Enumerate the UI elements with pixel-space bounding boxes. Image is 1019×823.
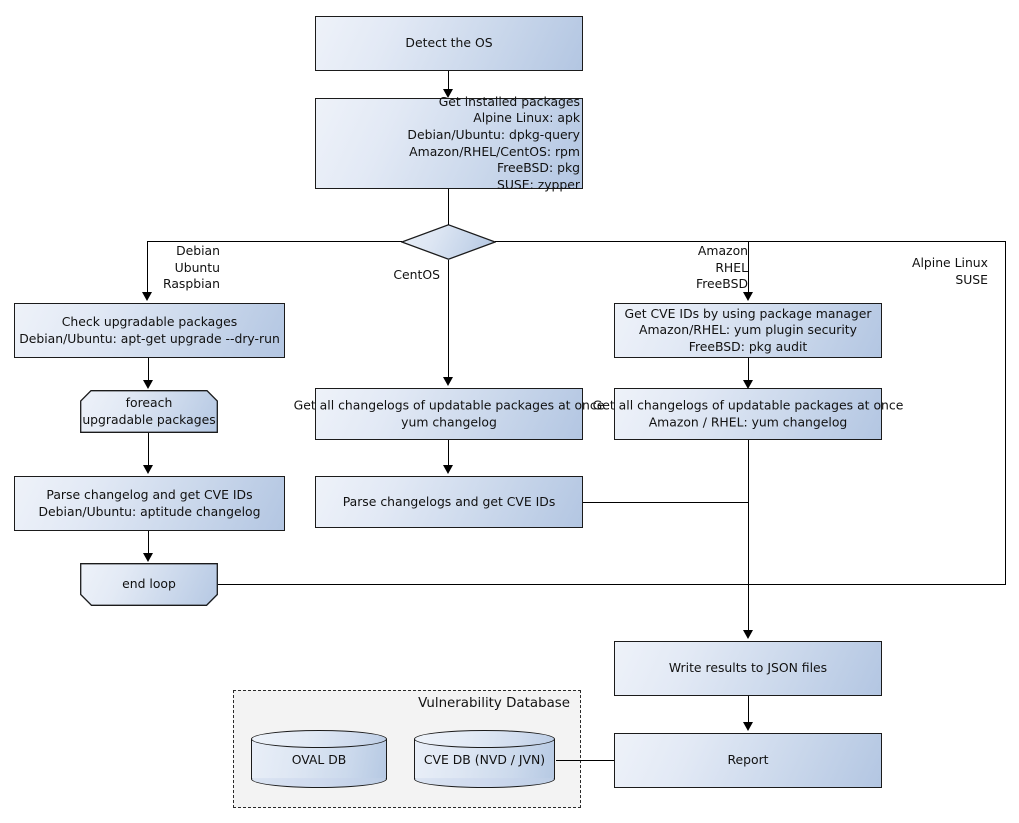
node-changelogs-centos[interactable]: Get all changelogs of updatable packages…	[294, 388, 604, 440]
node-write-results-json-label: Write results to JSON files	[668, 660, 828, 676]
node-detect-os[interactable]: Detect the OS	[315, 16, 583, 71]
branch-label-alpine: Alpine Linux SUSE	[880, 255, 988, 288]
connector-amazon-vertical	[748, 241, 750, 292]
connector-check-to-foreach	[148, 358, 150, 380]
arrow-changelogs-to-parse-centos-icon	[443, 465, 453, 474]
branch-label-amazon-line-1: RHEL	[715, 259, 748, 275]
connector-detect-to-packages	[448, 71, 450, 90]
node-parse-changelogs-centos[interactable]: Parse changelogs and get CVE IDs	[315, 476, 583, 528]
node-get-cve-ids-package-manager-line-2: FreeBSD: pkg audit	[688, 338, 808, 354]
db-oval-label: OVAL DB	[291, 751, 347, 767]
connector-centos-vertical	[448, 260, 450, 377]
branch-label-alpine-line-1: SUSE	[955, 271, 988, 287]
node-foreach-loop-start-line-0: foreach	[125, 394, 173, 410]
branch-label-amazon: Amazon RHEL FreeBSD	[630, 243, 748, 293]
node-get-cve-ids-package-manager[interactable]: Get CVE IDs by using package manager Ama…	[614, 303, 882, 358]
node-get-installed-packages-line-2: Debian/Ubuntu: dpkg-query	[407, 126, 580, 142]
node-get-installed-packages-line-1: Alpine Linux: apk	[473, 110, 580, 126]
branch-label-debian-line-1: Ubuntu	[174, 259, 220, 275]
node-detect-os-label: Detect the OS	[405, 35, 493, 51]
db-cve-label: CVE DB (NVD / JVN)	[423, 751, 546, 767]
arrow-parse-to-endloop-icon	[143, 553, 153, 562]
branch-label-alpine-line-0: Alpine Linux	[911, 255, 988, 270]
arrow-cve-to-changelogs-amazon-icon	[743, 380, 753, 389]
arrow-foreach-to-parse-icon	[143, 465, 153, 474]
arrow-spine-to-write-results-icon	[743, 630, 753, 639]
node-parse-changelogs-centos-label: Parse changelogs and get CVE IDs	[342, 493, 556, 509]
connector-spine-to-write-results	[748, 440, 750, 630]
connector-parse-to-endloop	[148, 531, 150, 553]
connector-decision-to-debian-bus	[147, 241, 402, 243]
arrow-check-to-foreach-icon	[143, 380, 153, 389]
node-foreach-loop-start-line-1: upgradable packages	[82, 411, 216, 427]
connector-decision-to-right-bus	[495, 241, 1006, 243]
branch-label-debian: Debian Ubuntu Raspbian	[100, 243, 220, 293]
node-changelogs-centos-line-1: yum changelog	[401, 414, 497, 429]
branch-label-centos-line-0: CentOS	[393, 267, 440, 282]
connector-parse-centos-to-spine	[583, 502, 749, 504]
node-changelogs-amazon-line-1: Amazon / RHEL: yum changelog	[648, 414, 848, 429]
node-os-decision[interactable]	[401, 224, 496, 260]
node-get-cve-ids-package-manager-line-1: Amazon/RHEL: yum plugin security	[639, 322, 857, 338]
arrow-write-to-report-icon	[743, 722, 753, 731]
node-get-installed-packages-line-5: SUSE: zypper	[496, 176, 580, 192]
node-changelogs-centos-line-0: Get all changelogs of updatable packages…	[293, 397, 605, 413]
connector-changelogs-to-parse-centos	[448, 440, 450, 465]
branch-label-debian-line-0: Debian	[176, 243, 220, 258]
node-end-loop-label: end loop	[122, 576, 176, 592]
node-get-installed-packages-line-0: Get installed packages	[438, 93, 580, 109]
node-parse-changelog-debian-line-0: Parse changelog and get CVE IDs	[46, 486, 253, 502]
connector-debian-vertical	[147, 241, 149, 292]
node-write-results-json[interactable]: Write results to JSON files	[614, 641, 882, 696]
node-changelogs-amazon[interactable]: Get all changelogs of updatable packages…	[593, 388, 903, 440]
arrow-to-get-cve-ids-icon	[743, 292, 753, 301]
connector-alpine-vertical	[1005, 241, 1007, 585]
connector-packages-to-decision	[448, 189, 450, 225]
arrow-to-check-upgradable-icon	[142, 292, 152, 301]
node-parse-changelog-debian-line-1: Debian/Ubuntu: aptitude changelog	[38, 503, 261, 519]
connector-foreach-to-parse	[148, 433, 150, 465]
node-get-cve-ids-package-manager-line-0: Get CVE IDs by using package manager	[624, 305, 872, 321]
node-report-label: Report	[727, 752, 769, 768]
node-get-installed-packages[interactable]: Get installed packages Alpine Linux: apk…	[315, 94, 583, 192]
connector-cve-to-changelogs-amazon	[748, 358, 750, 380]
arrow-to-changelogs-centos-icon	[443, 377, 453, 386]
arrow-detect-to-packages-icon	[443, 89, 453, 98]
node-check-upgradable-packages[interactable]: Check upgradable packages Debian/Ubuntu:…	[14, 303, 285, 358]
group-vulnerability-database-title: Vulnerability Database	[418, 696, 570, 711]
connector-write-to-report	[748, 696, 750, 722]
node-get-installed-packages-line-4: FreeBSD: pkg	[496, 160, 580, 176]
branch-label-centos: CentOS	[330, 267, 440, 284]
node-get-installed-packages-line-3: Amazon/RHEL/CentOS: rpm	[409, 143, 580, 159]
branch-label-debian-line-2: Raspbian	[162, 276, 220, 292]
node-end-loop[interactable]: end loop	[80, 563, 218, 606]
node-parse-changelog-debian[interactable]: Parse changelog and get CVE IDs Debian/U…	[14, 476, 285, 531]
branch-label-amazon-line-2: FreeBSD	[696, 276, 748, 292]
db-cve[interactable]: CVE DB (NVD / JVN)	[414, 730, 555, 788]
node-check-upgradable-packages-line-0: Check upgradable packages	[61, 313, 238, 329]
connector-endloop-bus	[218, 584, 1006, 586]
branch-label-amazon-line-0: Amazon	[697, 243, 748, 258]
diamond-outline-icon	[401, 224, 496, 260]
node-foreach-loop-start[interactable]: foreach upgradable packages	[80, 390, 218, 433]
node-check-upgradable-packages-line-1: Debian/Ubuntu: apt-get upgrade --dry-run	[19, 330, 280, 346]
node-report[interactable]: Report	[614, 733, 882, 788]
node-changelogs-amazon-line-0: Get all changelogs of updatable packages…	[592, 397, 904, 413]
connector-cvedb-to-report	[556, 760, 614, 762]
db-oval[interactable]: OVAL DB	[251, 730, 387, 788]
